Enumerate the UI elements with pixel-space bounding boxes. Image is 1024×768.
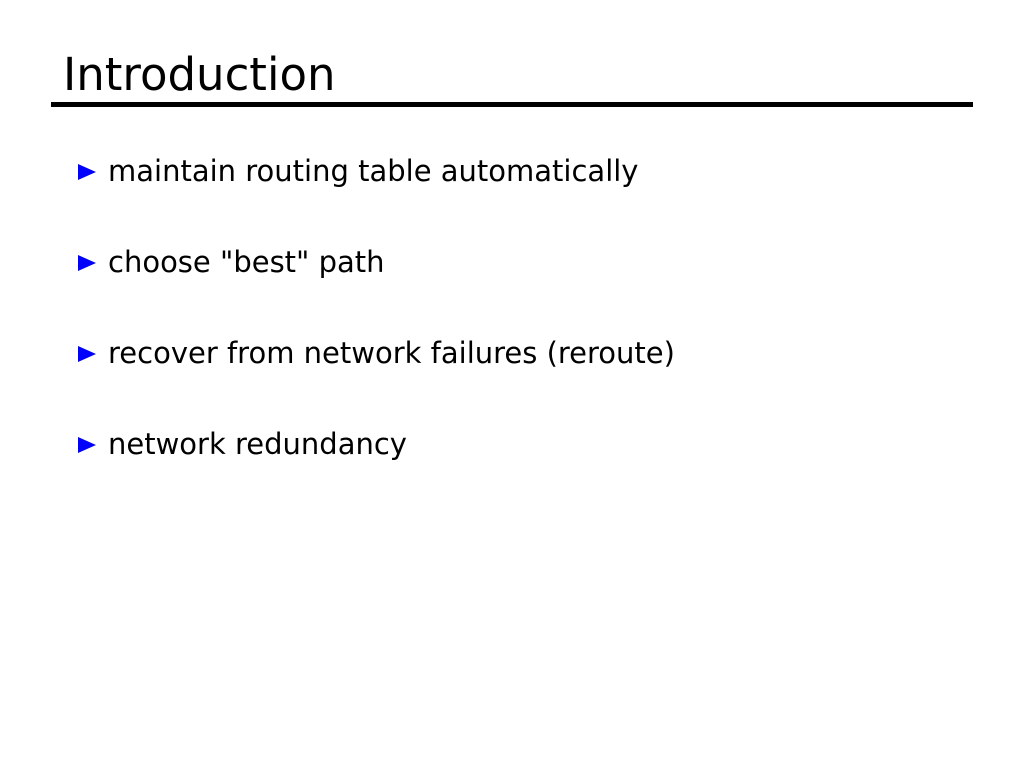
triangle-right-icon bbox=[78, 332, 108, 362]
page-title: Introduction bbox=[63, 48, 336, 101]
title-underline-rule bbox=[51, 102, 973, 107]
list-item-label: maintain routing table automatically bbox=[108, 154, 639, 188]
list-item-label: recover from network failures (reroute) bbox=[108, 336, 675, 370]
list-item-label: choose "best" path bbox=[108, 245, 385, 279]
list-item: network redundancy bbox=[78, 423, 978, 514]
list-item: choose "best" path bbox=[78, 241, 978, 332]
list-item-label: network redundancy bbox=[108, 427, 407, 461]
triangle-right-icon bbox=[78, 423, 108, 453]
list-item: recover from network failures (reroute) bbox=[78, 332, 978, 423]
triangle-right-icon bbox=[78, 241, 108, 271]
triangle-right-icon bbox=[78, 150, 108, 180]
title-block: Introduction bbox=[51, 46, 973, 104]
bullet-list: maintain routing table automatically cho… bbox=[78, 150, 978, 514]
list-item: maintain routing table automatically bbox=[78, 150, 978, 241]
